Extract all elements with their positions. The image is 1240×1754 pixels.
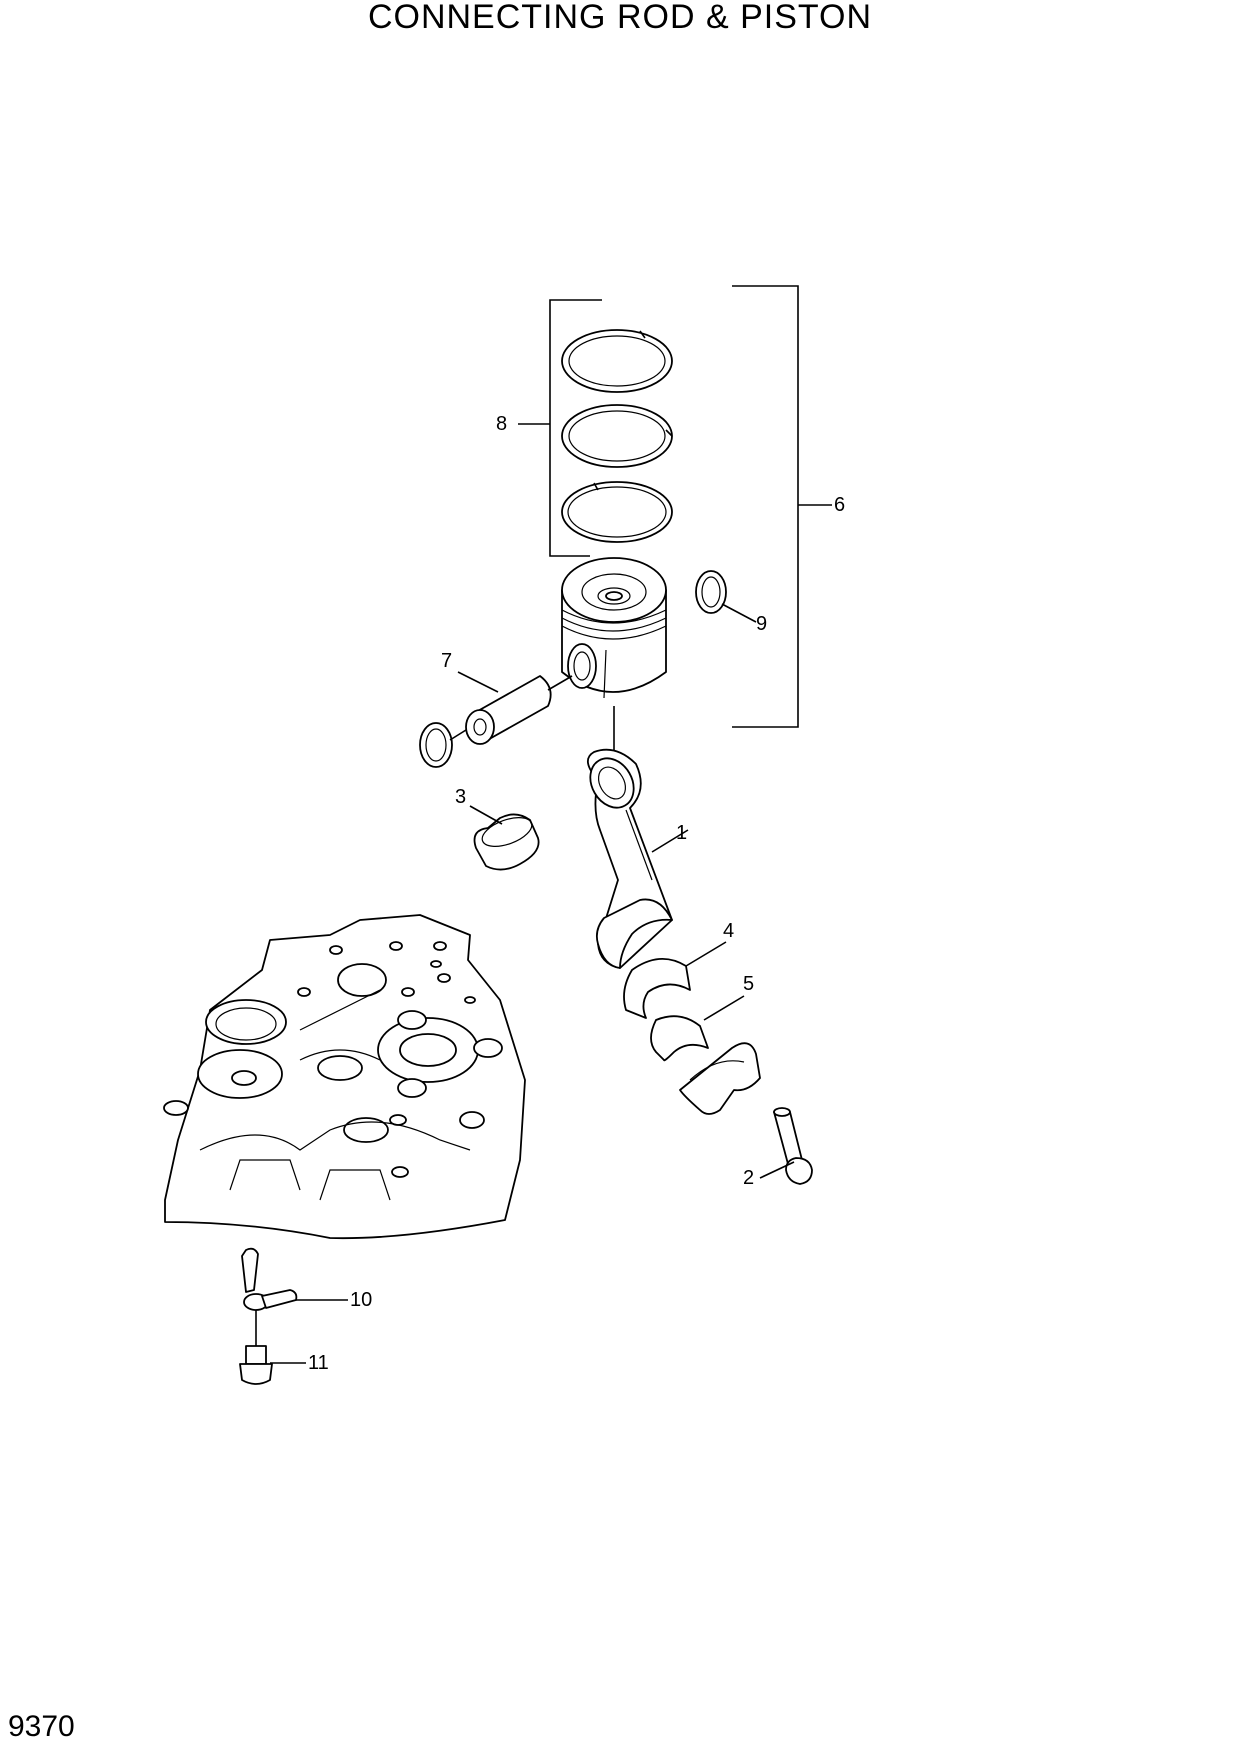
leader-2 — [759, 1161, 795, 1179]
piston — [561, 557, 667, 699]
callout-10: 10 — [350, 1289, 372, 1311]
snap-ring-right — [695, 570, 727, 614]
page-title: CONNECTING ROD & PISTON — [367, 0, 873, 36]
callout-3: 3 — [455, 786, 466, 808]
piston-ring-oil — [561, 481, 673, 543]
bearing-upper — [623, 958, 691, 1019]
callout-1: 1 — [676, 822, 687, 844]
engine-block — [163, 914, 526, 1240]
piston-pin — [465, 675, 573, 745]
leader-7 — [457, 671, 499, 693]
callout-4: 4 — [723, 920, 734, 942]
bracket-6 — [732, 285, 832, 728]
piston-ring-top — [561, 329, 673, 393]
callout-11: 11 — [308, 1352, 329, 1374]
callout-5: 5 — [743, 973, 754, 995]
rod-cap — [679, 1042, 761, 1115]
leader-5 — [703, 995, 745, 1021]
connecting-rod — [587, 748, 673, 969]
leader-4 — [685, 941, 727, 967]
callout-7: 7 — [441, 650, 452, 672]
snap-ring-left — [419, 722, 467, 768]
callout-9: 9 — [756, 613, 767, 635]
bearing-lower — [650, 1015, 709, 1062]
oil-jet-bolt — [239, 1310, 273, 1385]
piston-ring-middle — [561, 404, 673, 468]
leader-1 — [651, 829, 689, 853]
oil-jet — [241, 1247, 298, 1311]
bracket-8 — [518, 299, 602, 557]
leader-3 — [469, 805, 503, 825]
callout-2: 2 — [743, 1167, 754, 1189]
bushing — [473, 813, 540, 871]
callout-6: 6 — [834, 494, 845, 516]
callout-8: 8 — [496, 413, 507, 435]
rod-bolt — [773, 1107, 813, 1185]
page-number: 9370 — [8, 1710, 75, 1743]
